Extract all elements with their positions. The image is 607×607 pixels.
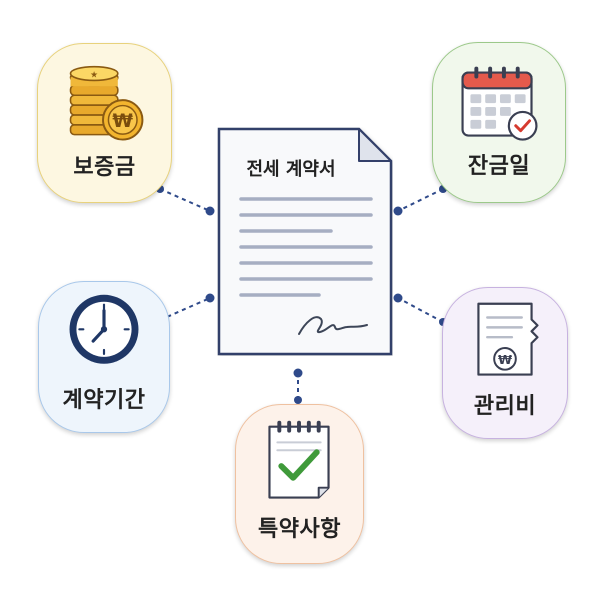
connector-deposit bbox=[159, 188, 211, 212]
connector-fee bbox=[397, 297, 444, 323]
card-balance-date: 잔금일 bbox=[432, 42, 566, 203]
checklist-notepad-icon bbox=[268, 420, 330, 499]
label-special-terms: 특약사항 bbox=[258, 517, 341, 542]
card-maintenance-fee: ₩ 관리비 bbox=[442, 287, 568, 439]
label-deposit: 보증금 bbox=[73, 155, 136, 180]
label-balance-date: 잔금일 bbox=[467, 154, 531, 179]
svg-text:₩: ₩ bbox=[498, 353, 512, 368]
svg-text:★: ★ bbox=[90, 70, 98, 80]
receipt-won-icon: ₩ bbox=[477, 302, 539, 376]
contract-document-icon bbox=[217, 127, 393, 356]
card-contract-term: 계약기간 bbox=[38, 281, 170, 433]
svg-text:₩: ₩ bbox=[112, 111, 133, 132]
connector-balance bbox=[397, 188, 444, 212]
connector-dot bbox=[393, 206, 403, 216]
connector-dot bbox=[393, 293, 403, 303]
coin-stack-icon: ★ ₩ bbox=[69, 65, 144, 141]
label-maintenance-fee: 관리비 bbox=[473, 394, 537, 419]
calendar-check-icon bbox=[461, 66, 538, 141]
connector-dot bbox=[294, 396, 302, 404]
document-title: 전세 계약서 bbox=[246, 159, 336, 180]
clock-icon bbox=[69, 294, 139, 364]
connector-dot bbox=[205, 206, 215, 216]
connector-dot bbox=[205, 293, 215, 303]
label-contract-term: 계약기간 bbox=[62, 388, 146, 413]
connector-dot bbox=[293, 368, 303, 378]
card-deposit: ★ ₩ 보증금 bbox=[37, 43, 172, 203]
card-special-terms: 특약사항 bbox=[235, 404, 364, 564]
